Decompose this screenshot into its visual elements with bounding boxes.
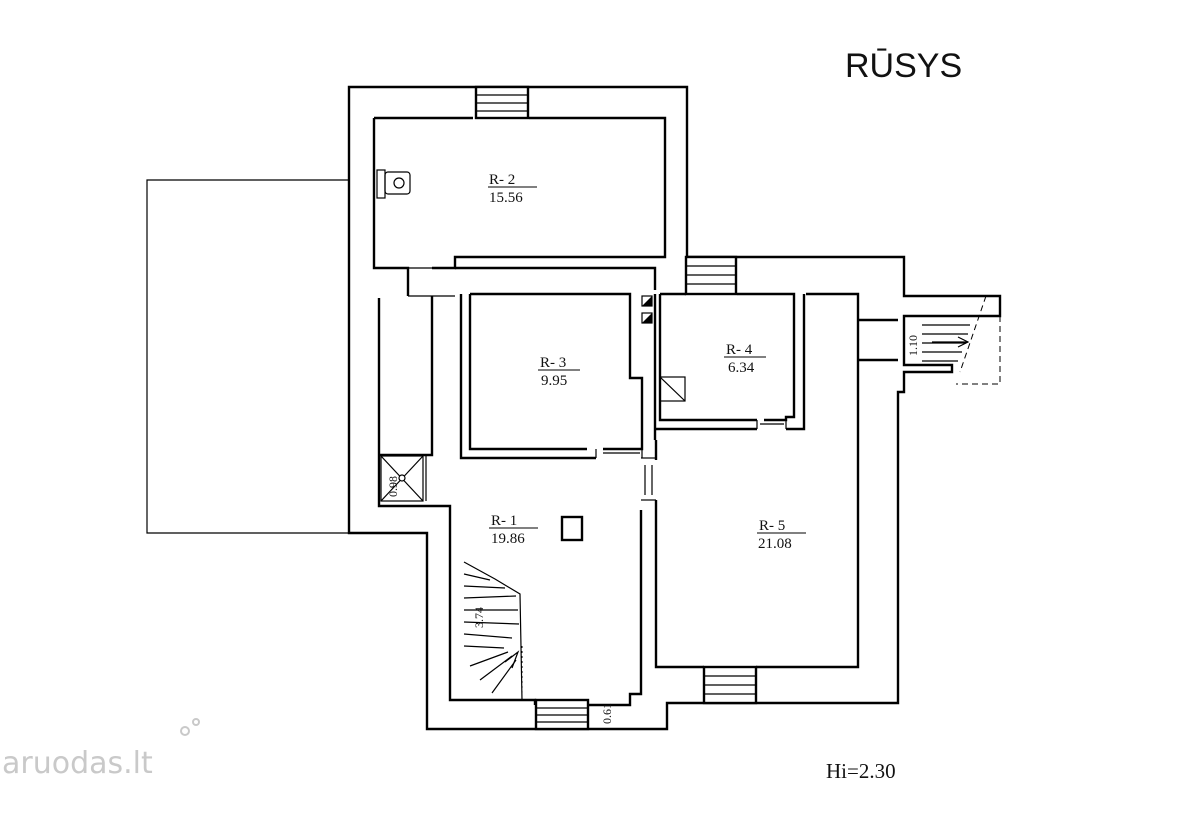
outer-wall-inner-bottom	[587, 510, 643, 707]
door-r3-r1	[595, 449, 643, 458]
stair-top	[474, 85, 530, 120]
stair-r2-corridor	[408, 267, 455, 297]
room-r5-wall	[756, 292, 860, 669]
door-r1-corridor	[641, 457, 656, 501]
watermark-logo: aruodas.lt	[2, 718, 200, 781]
room-id: R- 2	[489, 172, 515, 188]
room-label-r4: R- 4 6.34	[724, 342, 766, 376]
room-area: 9.95	[541, 373, 567, 389]
corridor-wall	[455, 266, 657, 290]
room-area: 6.34	[728, 360, 755, 376]
shower-icon	[380, 455, 427, 502]
room-r4-wall	[658, 294, 757, 422]
room-r3-wall-outer	[459, 294, 596, 460]
outer-wall-inner-left	[372, 118, 410, 296]
sink-icon	[659, 376, 686, 402]
room-r3-wall	[468, 294, 587, 451]
plan-title: RŪSYS	[845, 47, 962, 85]
stair-right	[920, 295, 1001, 385]
room-label-r5: R- 5 21.08	[757, 518, 806, 552]
room-r2-wall	[432, 116, 667, 270]
room-area: 15.56	[489, 190, 523, 206]
room-label-r3: R- 3 9.95	[538, 355, 580, 389]
room-id: R- 4	[726, 342, 753, 358]
dim-stair-right: 1.10	[906, 335, 920, 356]
door-r4	[756, 420, 787, 429]
dim-door-bottom: 0.61	[600, 703, 614, 724]
room-r3-wall	[470, 292, 644, 451]
dim-shower: 0.98	[386, 476, 400, 497]
room-r5-wall	[654, 500, 704, 669]
room-r4-wall-outer	[786, 294, 806, 431]
dim-stair-main: 3.74	[472, 607, 486, 628]
adjacent-structure	[146, 179, 349, 534]
room-area: 19.86	[491, 531, 525, 547]
stair-r4-top	[684, 255, 738, 296]
room-r4-wall	[737, 292, 796, 422]
stair-r5-bottom	[702, 665, 758, 705]
chimney-icon	[560, 515, 584, 542]
watermark-text: aruodas.lt	[2, 746, 153, 781]
height-note: Hi=2.30	[826, 759, 896, 783]
stair-spiral	[463, 561, 523, 701]
room-label-r2: R- 2 15.56	[488, 172, 537, 206]
boiler-icon	[376, 169, 411, 199]
vent-icon	[641, 295, 653, 324]
room-area: 21.08	[758, 536, 792, 552]
room-label-r1: R- 1 19.86	[489, 513, 538, 547]
room-id: R- 5	[759, 518, 785, 534]
stair-r1-bottom	[534, 698, 590, 731]
room-id: R- 3	[540, 355, 566, 371]
outer-wall	[347, 85, 1002, 731]
corridor-wall-left	[379, 296, 434, 457]
room-id: R- 1	[491, 513, 517, 529]
